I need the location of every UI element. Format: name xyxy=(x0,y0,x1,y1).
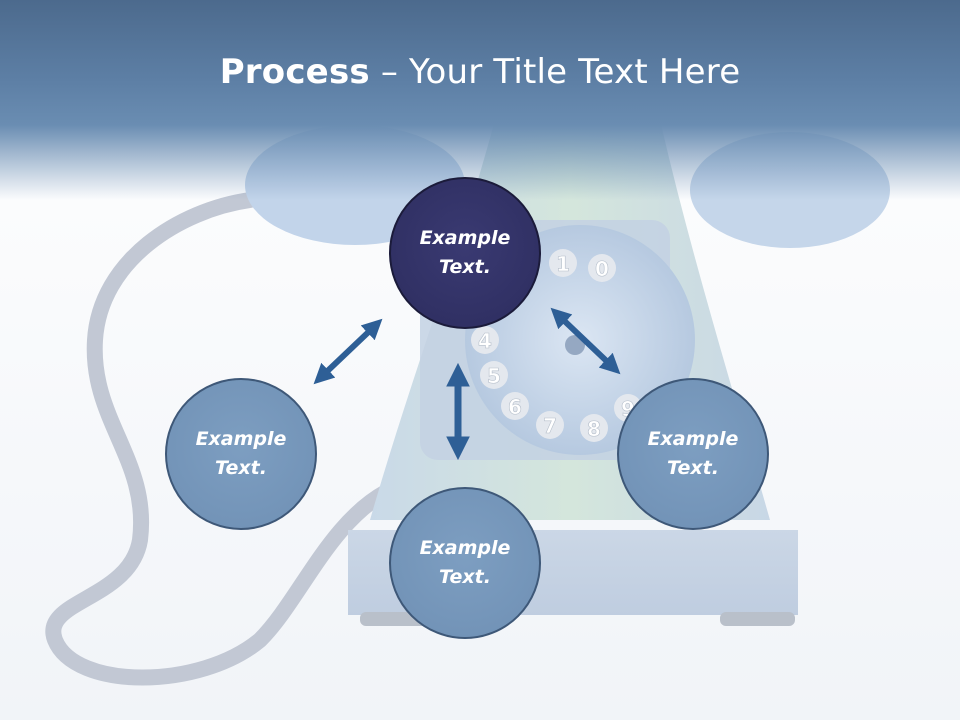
circle-right-text: Example Text. xyxy=(647,428,739,479)
dial-digit: 5 xyxy=(487,364,501,388)
title-bar xyxy=(0,0,960,200)
process-circle-bottom: Example Text. xyxy=(389,487,541,639)
phone-cord xyxy=(45,192,398,686)
slide-title: Process – Your Title Text Here xyxy=(0,52,960,92)
process-circle-left: Example Text. xyxy=(165,378,317,530)
arrow-left-top xyxy=(313,318,383,385)
dial-digit: 0 xyxy=(595,257,609,281)
dial-digit: 4 xyxy=(478,329,492,353)
dial-digit: 7 xyxy=(543,414,557,438)
circle-left-text: Example Text. xyxy=(195,428,287,479)
circle-bottom-text: Example Text. xyxy=(419,537,511,588)
dial-digit: 1 xyxy=(556,252,570,276)
arrow-top-right xyxy=(550,307,621,375)
dial-digit: 6 xyxy=(508,395,522,419)
process-circle-top: Example Text. xyxy=(389,177,541,329)
title-rest: – Your Title Text Here xyxy=(369,52,741,92)
circle-top-text: Example Text. xyxy=(419,227,511,278)
dial-digit: 8 xyxy=(587,417,601,441)
title-bold: Process xyxy=(219,52,370,92)
process-circle-right: Example Text. xyxy=(617,378,769,530)
